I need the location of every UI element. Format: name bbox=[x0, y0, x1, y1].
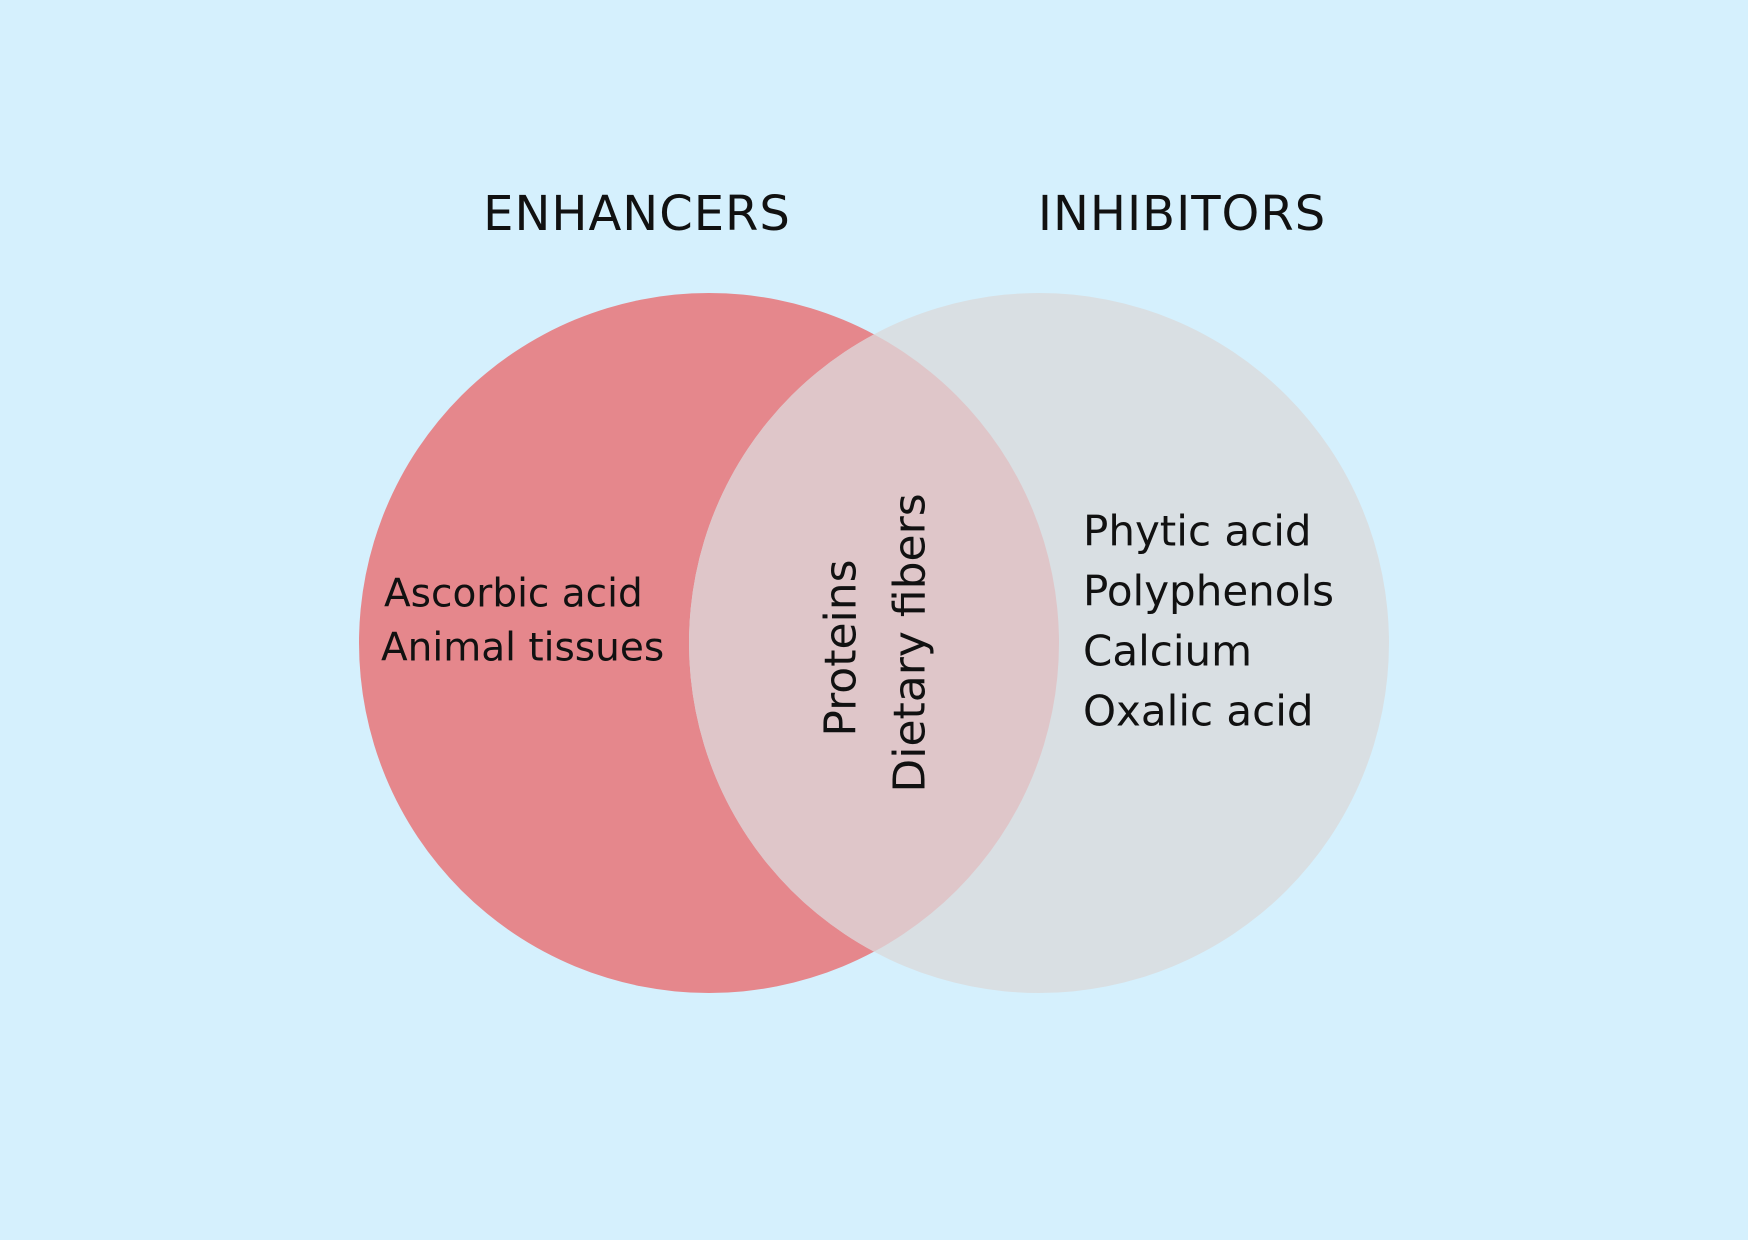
enhancer-item: Ascorbic acid bbox=[384, 571, 643, 617]
enhancers-title: ENHANCERS bbox=[483, 186, 791, 242]
inhibitor-item: Polyphenols bbox=[1083, 566, 1335, 616]
overlap-item: Proteins bbox=[815, 559, 867, 737]
inhibitors-title: INHIBITORS bbox=[1037, 186, 1327, 242]
inhibitor-item: Phytic acid bbox=[1083, 506, 1312, 556]
enhancer-item: Animal tissues bbox=[381, 625, 665, 671]
overlap-region bbox=[689, 293, 1059, 993]
inhibitor-item: Oxalic acid bbox=[1083, 686, 1314, 736]
inhibitor-item: Calcium bbox=[1083, 626, 1253, 676]
overlap-item: Dietary fibers bbox=[884, 493, 936, 793]
